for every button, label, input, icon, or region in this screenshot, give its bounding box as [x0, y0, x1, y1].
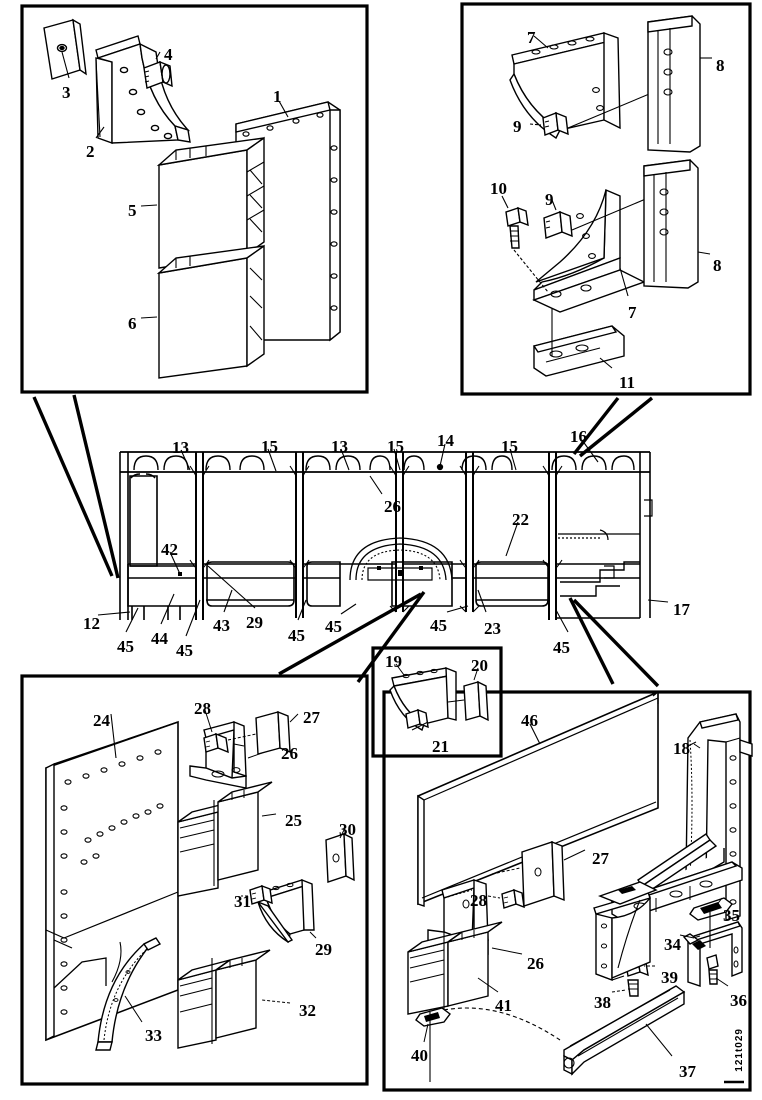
callout-45: 45 [430, 616, 447, 635]
bottom-right-assembly [407, 690, 753, 1082]
callout-16: 16 [570, 427, 587, 446]
callout-15: 15 [261, 437, 278, 456]
callout-30: 30 [339, 820, 356, 839]
center-frame-assembly [97, 439, 669, 637]
callout-26: 26 [527, 954, 544, 973]
callout-2: 2 [86, 142, 95, 161]
panel-leader-lines [32, 394, 660, 688]
callout-6: 6 [128, 314, 137, 333]
callout-28: 28 [470, 891, 487, 910]
callout-1: 1 [273, 87, 282, 106]
callout-3: 3 [62, 83, 71, 102]
callout-18: 18 [673, 739, 690, 758]
callout-8: 8 [713, 256, 722, 275]
callout-27: 27 [303, 708, 320, 727]
callout-22: 22 [512, 510, 529, 529]
callout-24: 24 [93, 711, 110, 730]
callout-26: 26 [281, 744, 298, 763]
callout-10: 10 [490, 179, 507, 198]
callout-17: 17 [673, 600, 690, 619]
callout-36: 36 [730, 991, 747, 1010]
callout-28: 28 [194, 699, 211, 718]
callout-39: 39 [661, 968, 678, 987]
callout-8: 8 [716, 56, 725, 75]
callout-19: 19 [385, 652, 402, 671]
top-right-assembly [501, 15, 712, 377]
callout-35: 35 [723, 906, 740, 925]
figure-id-label: 121t029 [734, 1028, 745, 1072]
callout-25: 25 [285, 811, 302, 830]
callout-4: 4 [164, 45, 173, 64]
panel-borders [20, 2, 752, 1092]
callout-45: 45 [553, 638, 570, 657]
callout-34: 34 [664, 935, 681, 954]
callout-29: 29 [315, 940, 332, 959]
callout-27: 27 [592, 849, 609, 868]
callout-45: 45 [288, 626, 305, 645]
callout-45: 45 [176, 641, 193, 660]
small-middle-assembly [389, 663, 489, 732]
callout-11: 11 [619, 373, 636, 392]
callout-37: 37 [679, 1062, 696, 1081]
callout-42: 42 [161, 540, 178, 559]
callout-38: 38 [594, 993, 611, 1012]
callout-7: 7 [628, 303, 637, 322]
callout-21: 21 [432, 737, 449, 756]
callout-23: 23 [484, 619, 501, 638]
callout-41: 41 [495, 996, 512, 1015]
callout-12: 12 [83, 614, 100, 633]
callout-40: 40 [411, 1046, 428, 1065]
callout-15: 15 [501, 437, 518, 456]
callout-13: 13 [172, 438, 189, 457]
callout-13: 13 [331, 437, 348, 456]
callout-14: 14 [437, 431, 454, 450]
callout-32: 32 [299, 1001, 316, 1020]
callout-9: 9 [545, 190, 554, 209]
callout-46: 46 [521, 711, 538, 730]
callout-9: 9 [513, 117, 522, 136]
callout-15: 15 [387, 437, 404, 456]
callout-43: 43 [213, 616, 230, 635]
callout-5: 5 [128, 201, 137, 220]
bottom-left-assembly [45, 709, 355, 1051]
callout-44: 44 [151, 629, 168, 648]
callout-31: 31 [234, 892, 251, 911]
callout-7: 7 [527, 28, 536, 47]
callout-29: 29 [246, 613, 263, 632]
callout-26: 26 [384, 497, 401, 516]
callout-45: 45 [325, 617, 342, 636]
callout-20: 20 [471, 656, 488, 675]
top-left-assembly [43, 18, 341, 379]
callout-45: 45 [117, 637, 134, 656]
callout-33: 33 [145, 1026, 162, 1045]
